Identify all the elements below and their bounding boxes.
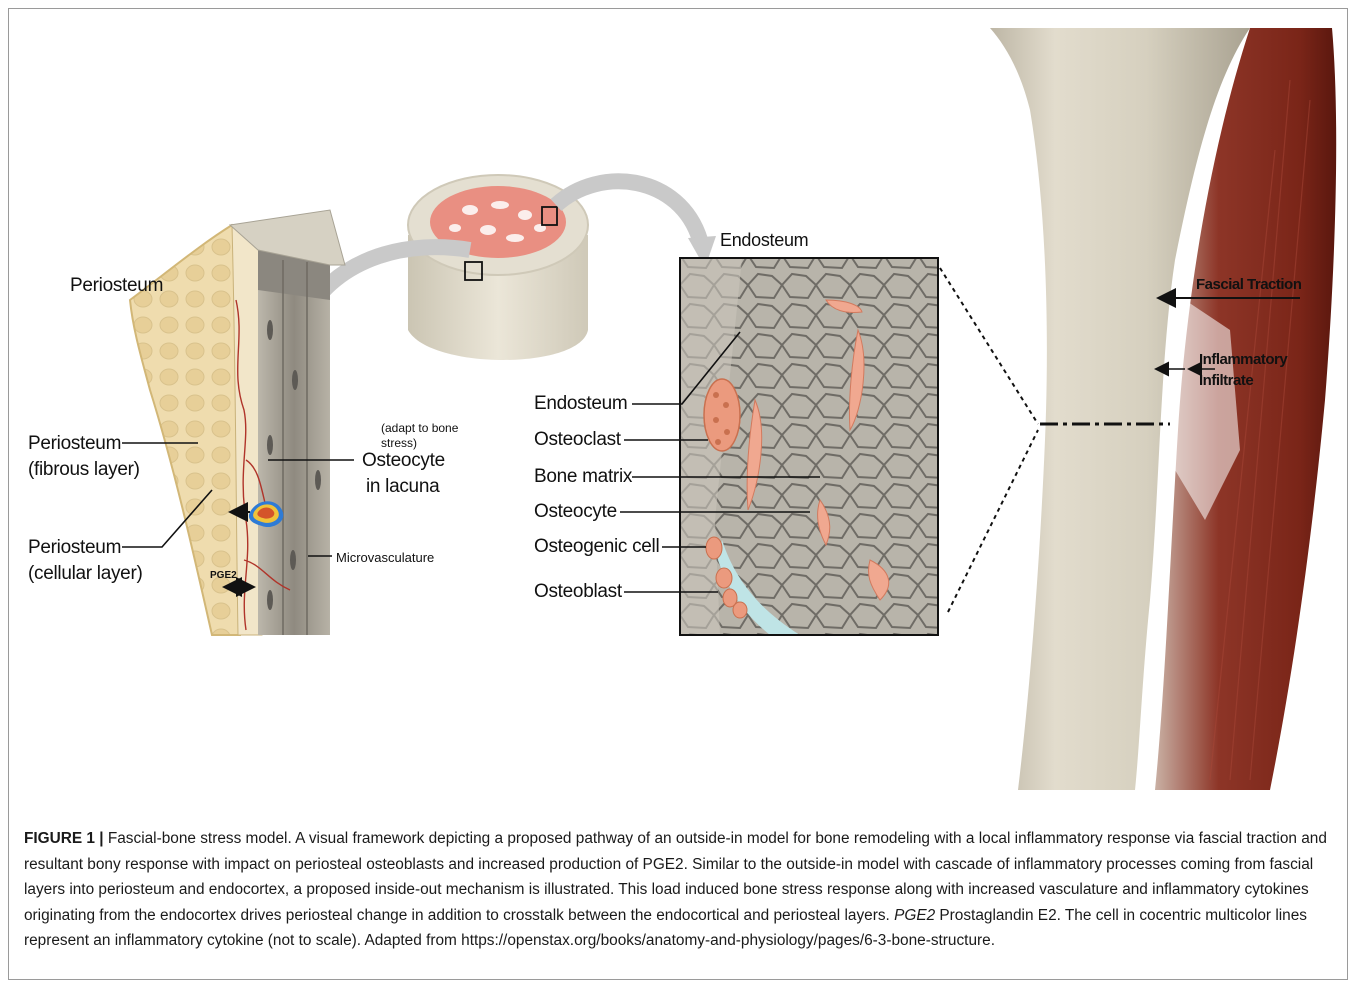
bone-diagram bbox=[0, 0, 1358, 800]
osteocyte-label: Osteocyte bbox=[534, 501, 617, 523]
periosteum-section bbox=[130, 210, 345, 635]
zoom-connectors bbox=[940, 268, 1038, 612]
periosteum-fibrous-sublabel: (fibrous layer) bbox=[28, 459, 140, 481]
bone-matrix-label: Bone matrix bbox=[534, 466, 632, 488]
figure-caption: FIGURE 1 | Fascial-bone stress model. A … bbox=[24, 826, 1334, 954]
inflammatory-label: Inflammatory bbox=[1199, 351, 1287, 368]
periosteum-fibrous-label: Periosteum bbox=[28, 433, 121, 455]
leg-illustration bbox=[990, 28, 1336, 790]
periosteum-label: Periosteum bbox=[70, 275, 163, 297]
osteocyte-lacuna-label: Osteocyte bbox=[362, 450, 445, 472]
caption-abbrev: PGE2 bbox=[894, 907, 935, 924]
osteocyte-lacuna-sublabel: in lacuna bbox=[366, 476, 439, 498]
microvasculature-label: Microvasculature bbox=[336, 550, 434, 565]
endosteum-title-label: Endosteum bbox=[720, 230, 808, 251]
osteoclast-label: Osteoclast bbox=[534, 429, 621, 451]
zoom-box bbox=[680, 258, 938, 635]
osteogenic-cell-label: Osteogenic cell bbox=[534, 536, 659, 558]
pge2-label: PGE2 bbox=[210, 570, 237, 581]
figure-label: FIGURE 1 | bbox=[24, 830, 104, 847]
adapt-note-label: (adapt to bone stress) bbox=[381, 421, 476, 451]
periosteum-cellular-sublabel: (cellular layer) bbox=[28, 563, 143, 585]
periosteum-cellular-label: Periosteum bbox=[28, 537, 121, 559]
fascial-traction-label: Fascial Traction bbox=[1196, 276, 1301, 293]
infiltrate-label: Infiltrate bbox=[1199, 372, 1253, 389]
endosteum-label: Endosteum bbox=[534, 393, 627, 415]
osteoblast-label: Osteoblast bbox=[534, 581, 622, 603]
